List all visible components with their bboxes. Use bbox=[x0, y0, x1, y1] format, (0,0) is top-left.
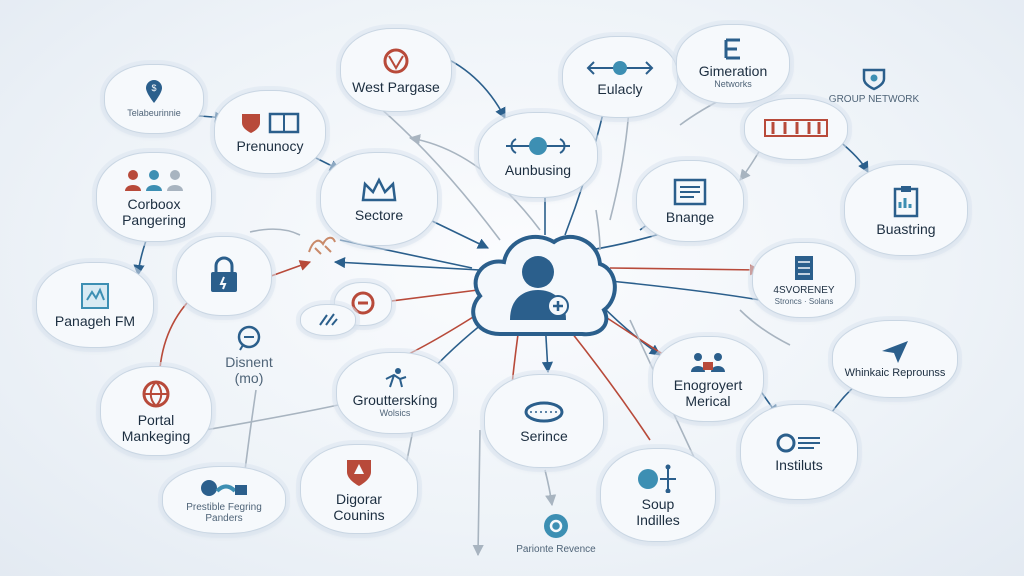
crest-icon bbox=[381, 46, 411, 76]
settings-icon bbox=[541, 511, 571, 541]
node-label: Portal Mankeging bbox=[121, 411, 191, 444]
crown-icon bbox=[359, 176, 399, 204]
node-label: Groutterskíng bbox=[352, 392, 438, 408]
node-panageh[interactable]: Panageh FM bbox=[36, 262, 154, 348]
node-serince[interactable]: Serince bbox=[484, 374, 604, 468]
chat-icon bbox=[235, 325, 263, 351]
node-buastring[interactable]: Buastring bbox=[844, 164, 968, 256]
location-pin-icon: $ bbox=[144, 79, 164, 105]
node-label: Aunbusing bbox=[504, 161, 572, 178]
node-telabeurinnie[interactable]: $ Telabeurinnie bbox=[104, 64, 204, 134]
node-label: Instiluts bbox=[775, 456, 823, 473]
dragon-icon bbox=[305, 232, 339, 258]
node-label: Parionte Revence bbox=[516, 544, 596, 555]
user-plus-cloud-icon bbox=[510, 256, 569, 320]
banner-icon bbox=[763, 118, 829, 138]
shield-red-icon bbox=[344, 456, 374, 488]
hands-icon bbox=[199, 477, 249, 499]
server-icon bbox=[792, 254, 816, 282]
node-label: Eulacly bbox=[597, 80, 643, 97]
node-portal[interactable]: Portal Mankeging bbox=[100, 366, 212, 456]
target-icon bbox=[350, 290, 376, 316]
node-label: Buastring bbox=[876, 220, 936, 237]
send-icon bbox=[880, 339, 910, 365]
people-icon bbox=[121, 167, 187, 193]
node-disnent[interactable]: Disnent (mo) bbox=[212, 318, 286, 392]
node-label: West Pargase bbox=[352, 78, 440, 95]
center-cloud[interactable] bbox=[462, 222, 620, 346]
e-logo-icon bbox=[722, 38, 744, 60]
node-label: Corboox Pangering bbox=[122, 195, 186, 228]
node-label: GROUP NETWORK bbox=[828, 94, 920, 105]
document-icon bbox=[672, 178, 708, 206]
node-west-pargase[interactable]: West Pargase bbox=[340, 28, 452, 112]
connector-icon bbox=[636, 463, 680, 493]
node-instilutes[interactable]: Instiluts bbox=[740, 404, 858, 500]
node-eulacly[interactable]: Eulacly bbox=[562, 36, 678, 118]
node-soup[interactable]: Soup Indilles bbox=[600, 448, 716, 542]
node-group-network[interactable]: GROUP NETWORK bbox=[816, 58, 932, 114]
node-svorency[interactable]: 4SVORENEY Stroncs · Solans bbox=[752, 242, 856, 318]
screen-icon bbox=[80, 282, 110, 310]
node-label: Digorar Counins bbox=[333, 490, 385, 523]
node-label: Serince bbox=[520, 427, 568, 444]
node-tools[interactable] bbox=[300, 304, 356, 336]
tools-icon bbox=[317, 311, 339, 327]
node-label: Bnange bbox=[665, 208, 715, 225]
svg-text:$: $ bbox=[151, 83, 156, 93]
arrows-icon bbox=[584, 58, 656, 78]
shield-book-icon bbox=[238, 111, 302, 135]
node-label: Soup Indilles bbox=[636, 495, 680, 528]
globe-icon bbox=[141, 379, 171, 409]
node-label: Disnent (mo) bbox=[225, 353, 273, 386]
node-sublabel: Wolsics bbox=[379, 408, 411, 418]
node-label: Prenunocy bbox=[236, 137, 304, 154]
bracelet-icon bbox=[522, 399, 566, 425]
node-prenunocy[interactable]: Prenunocy bbox=[214, 90, 326, 174]
lock-icon bbox=[207, 256, 241, 294]
node-label: Whinkaic Reprounss bbox=[844, 367, 946, 379]
node-digorar[interactable]: Digorar Counins bbox=[300, 444, 418, 534]
gears-icon bbox=[774, 432, 824, 454]
node-label: Prestible Fegring Panders bbox=[186, 501, 262, 524]
node-prestible[interactable]: Prestible Fegring Panders bbox=[162, 466, 286, 534]
node-sectore[interactable]: Sectore bbox=[320, 152, 438, 246]
node-label: Panageh FM bbox=[54, 312, 136, 329]
node-parionte[interactable]: Parionte Revence bbox=[496, 504, 616, 562]
node-aunbusing[interactable]: Aunbusing bbox=[478, 112, 598, 198]
node-dragon[interactable] bbox=[300, 228, 344, 264]
node-lock[interactable] bbox=[176, 236, 272, 316]
clipboard-icon bbox=[892, 184, 920, 218]
node-corboox[interactable]: Corboox Pangering bbox=[96, 152, 212, 242]
node-sublabel: Stroncs · Solans bbox=[774, 296, 834, 306]
node-sublabel: Networks bbox=[714, 79, 752, 89]
team-icon bbox=[688, 350, 728, 374]
shield-crest-icon bbox=[861, 67, 887, 91]
connect-icon bbox=[502, 133, 574, 159]
node-banner[interactable] bbox=[744, 98, 848, 160]
node-enogroyert[interactable]: Enogroyert Merical bbox=[652, 336, 764, 422]
node-label: Gimeration bbox=[698, 63, 768, 79]
runner-icon bbox=[380, 367, 410, 389]
node-label: Enogroyert Merical bbox=[673, 376, 743, 409]
node-bnange[interactable]: Bnange bbox=[636, 160, 744, 242]
node-gimeration[interactable]: Gimeration Networks bbox=[676, 24, 790, 104]
node-label: 4SVORENEY bbox=[773, 284, 835, 296]
node-whinkaic[interactable]: Whinkaic Reprounss bbox=[832, 320, 958, 398]
node-label: Telabeurinnie bbox=[127, 108, 181, 118]
node-groutter[interactable]: Groutterskíng Wolsics bbox=[336, 352, 454, 434]
node-label: Sectore bbox=[354, 206, 404, 223]
